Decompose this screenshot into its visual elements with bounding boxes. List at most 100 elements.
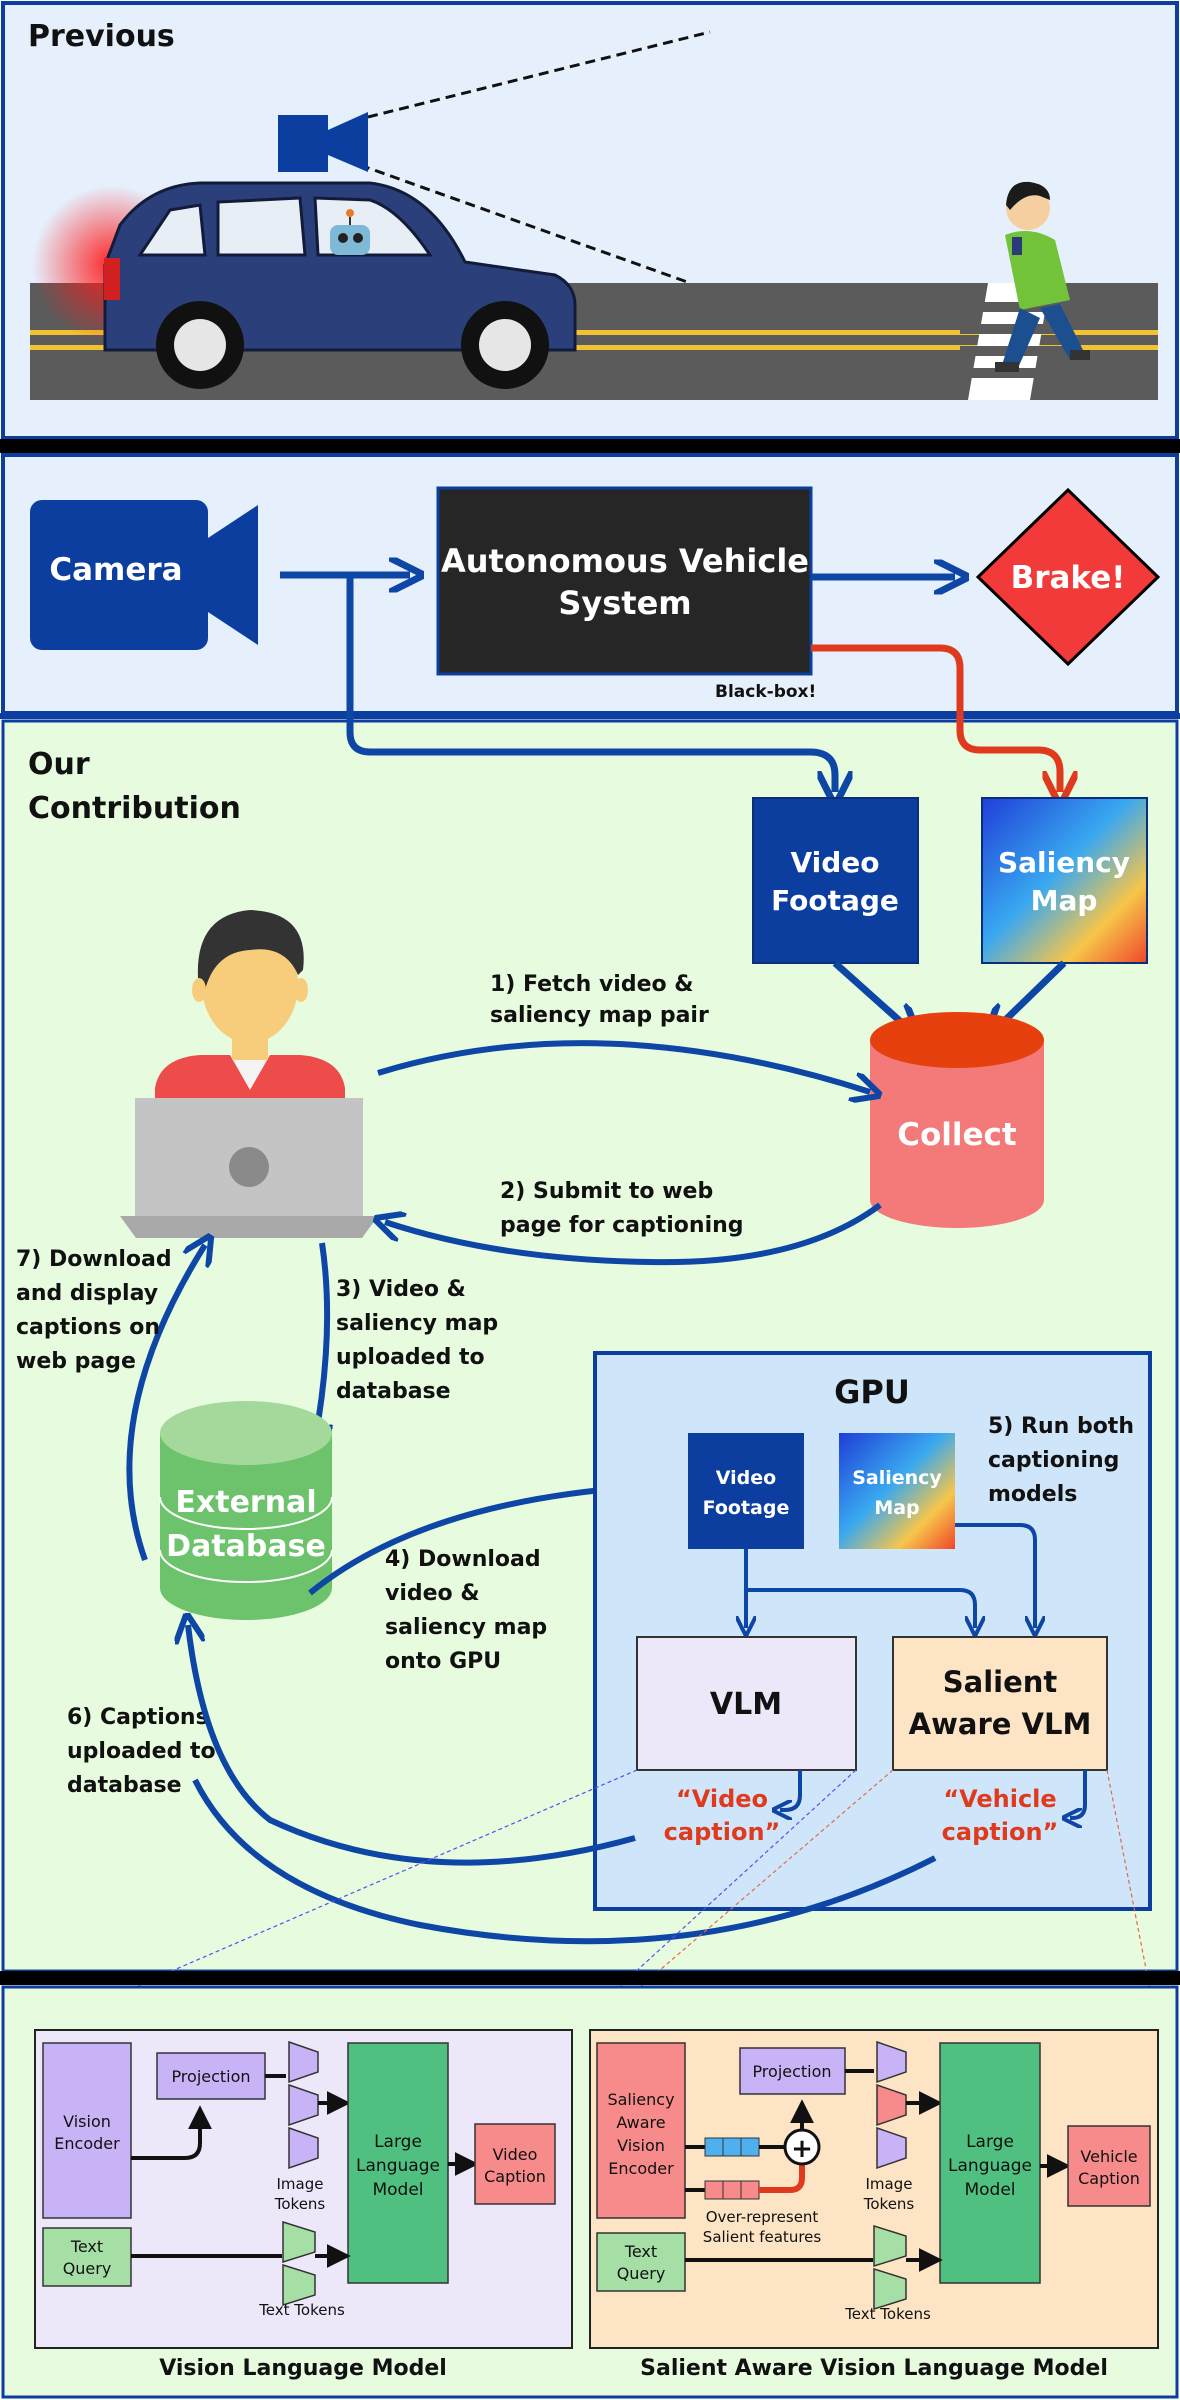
vision-encoder-label-2: Encoder	[54, 2134, 120, 2153]
saliency-map-label-2: Map	[1031, 884, 1098, 917]
step7-label-2: and display	[16, 1281, 158, 1306]
step7-label-3: captions on	[16, 1315, 160, 1340]
image-tokens-icon	[288, 2040, 319, 2170]
camera-to-video-arrow	[346, 575, 835, 792]
svlm-text-tokens-label: Text Tokens	[844, 2305, 931, 2323]
svlm-llm-label-3: Model	[964, 2180, 1015, 2200]
svlm-text-tokens-icon	[873, 2224, 907, 2311]
svlm-text-query-box	[596, 2232, 686, 2292]
vlm-text-query-label-2: Query	[63, 2259, 112, 2278]
saliency-encoder-label-1: Saliency	[607, 2090, 674, 2109]
blackbox-label: Black-box!	[715, 682, 816, 702]
vlm-text-query-label-1: Text	[70, 2237, 103, 2256]
step7-label-1: 7) Download	[16, 1247, 172, 1272]
vlm-llm-label-2: Language	[356, 2156, 440, 2176]
vlm-caption-box	[474, 2123, 556, 2205]
svlm-llm-box	[939, 2042, 1041, 2284]
step6-arrow-vehicle	[192, 1778, 937, 1945]
vlm-llm-label-1: Large	[374, 2132, 422, 2152]
over-represent-label-2: Salient features	[703, 2228, 822, 2246]
vlm-image-tokens-label-2: Tokens	[274, 2195, 326, 2213]
gpu-svlm-label-1: Salient	[943, 1665, 1058, 1699]
av-system-box: Autonomous Vehicle System	[436, 486, 813, 676]
salient-feature-tokens	[685, 2165, 805, 2200]
encoder-to-projection-arrow	[131, 2105, 212, 2160]
over-represent-label-1: Over-represent	[706, 2208, 819, 2226]
vlm-llm-label-3: Model	[372, 2180, 423, 2200]
step5-label-2: captioning	[988, 1448, 1119, 1473]
gpu-saliency-box	[839, 1433, 955, 1549]
step3-label-3: uploaded to	[336, 1345, 485, 1370]
step2-label-1: 2) Submit to web	[500, 1179, 713, 1204]
vlm-image-tokens-label-1: Image	[277, 2175, 324, 2193]
av-to-saliency-arrow	[811, 644, 1060, 792]
vlm-caption-label-1: Video	[493, 2145, 538, 2164]
video-footage-label-2: Footage	[771, 884, 899, 917]
saliency-encoder-label-3: Vision	[617, 2136, 665, 2155]
vlm-detail-title: Vision Language Model	[159, 2356, 447, 2381]
camera-sight-lines	[359, 30, 711, 285]
step6-label-3: database	[67, 1773, 182, 1798]
camera-label: Camera	[49, 552, 182, 588]
step3-arrow	[315, 1242, 327, 1440]
saliency-encoder-label-2: Aware	[616, 2113, 665, 2132]
step7-label-4: web page	[16, 1349, 136, 1374]
vlm-output-arrow	[780, 1770, 802, 1810]
step2-arrow	[385, 1202, 882, 1266]
gpu-box: GPU 5) Run both captioning models Video …	[593, 1351, 1152, 1911]
previous-title: Previous	[28, 19, 175, 54]
vision-encoder-label-1: Vision	[63, 2112, 111, 2131]
external-database-cylinder: External Database	[159, 1401, 333, 1620]
svlm-detail-title: Salient Aware Vision Language Model	[640, 2356, 1108, 2381]
text-tokens-icon	[282, 2220, 316, 2307]
vision-encoder-box	[42, 2042, 132, 2219]
gpu-saliency-label-1: Saliency	[852, 1467, 942, 1489]
svlm-projection-label: Projection	[752, 2062, 831, 2081]
step4-label-3: saliency map	[385, 1615, 547, 1640]
contribution-title-2: Contribution	[28, 791, 241, 826]
video-caption-text-1: “Video	[676, 1785, 768, 1813]
video-footage-box: Video Footage	[752, 797, 919, 964]
saliency-to-svlm-arrow	[955, 1523, 1035, 1628]
collect-label: Collect	[897, 1117, 1017, 1153]
car-icon	[103, 181, 577, 389]
gpu-vlm-label: VLM	[710, 1687, 782, 1722]
gpu-svlm-label-2: Aware VLM	[909, 1707, 1092, 1741]
normal-feature-tokens	[685, 2137, 785, 2157]
vlm-caption-label-2: Caption	[484, 2167, 546, 2186]
brake-diamond: Brake!	[975, 487, 1161, 667]
svlm-image-tokens-label-1: Image	[866, 2175, 913, 2193]
video-to-collect-arrow	[832, 960, 910, 1030]
previous-section: Previous	[1, 1, 1179, 440]
vlm-text-tokens-label: Text Tokens	[258, 2301, 345, 2319]
step2-label-2: page for captioning	[500, 1213, 744, 1238]
step7-arrow	[126, 1245, 205, 1562]
step1-arrow	[377, 1040, 870, 1092]
divider-2	[0, 713, 1180, 719]
vlm-detail-panel: Vision Encoder Projection Image Tokens L…	[34, 2029, 573, 2381]
pedestrian-icon	[995, 181, 1090, 372]
gpu-svlm-box	[892, 1636, 1108, 1771]
svlm-text-query-label-1: Text	[624, 2242, 657, 2261]
step3-label-2: saliency map	[336, 1311, 498, 1336]
vlm-text-query-box	[42, 2227, 132, 2287]
camera-lens-icon	[205, 505, 258, 645]
svlm-text-query-label-2: Query	[617, 2264, 666, 2283]
step3-label-4: database	[336, 1379, 451, 1404]
video-caption-text-2: caption”	[664, 1818, 781, 1846]
step6-label-2: uploaded to	[67, 1739, 216, 1764]
step5-label-1: 5) Run both	[988, 1414, 1134, 1439]
plus-label: +	[791, 2134, 813, 2164]
step3-label-1: 3) Video &	[336, 1277, 466, 1302]
svlm-output-arrow	[1070, 1770, 1087, 1818]
svlm-image-tokens-icon	[876, 2040, 907, 2170]
gpu-video-box	[688, 1433, 804, 1549]
pipeline-section: Camera Autonomous Vehicle System Black-b…	[1, 453, 1179, 715]
database-label-2: Database	[166, 1529, 326, 1564]
svlm-llm-label-2: Language	[948, 2156, 1032, 2176]
step6-label-1: 6) Captions	[67, 1705, 209, 1730]
contribution-title-1: Our	[28, 747, 90, 782]
gpu-vlm-box	[636, 1636, 857, 1771]
contribution-section: Our Contribution Video Footage Saliency …	[1, 575, 1179, 2031]
